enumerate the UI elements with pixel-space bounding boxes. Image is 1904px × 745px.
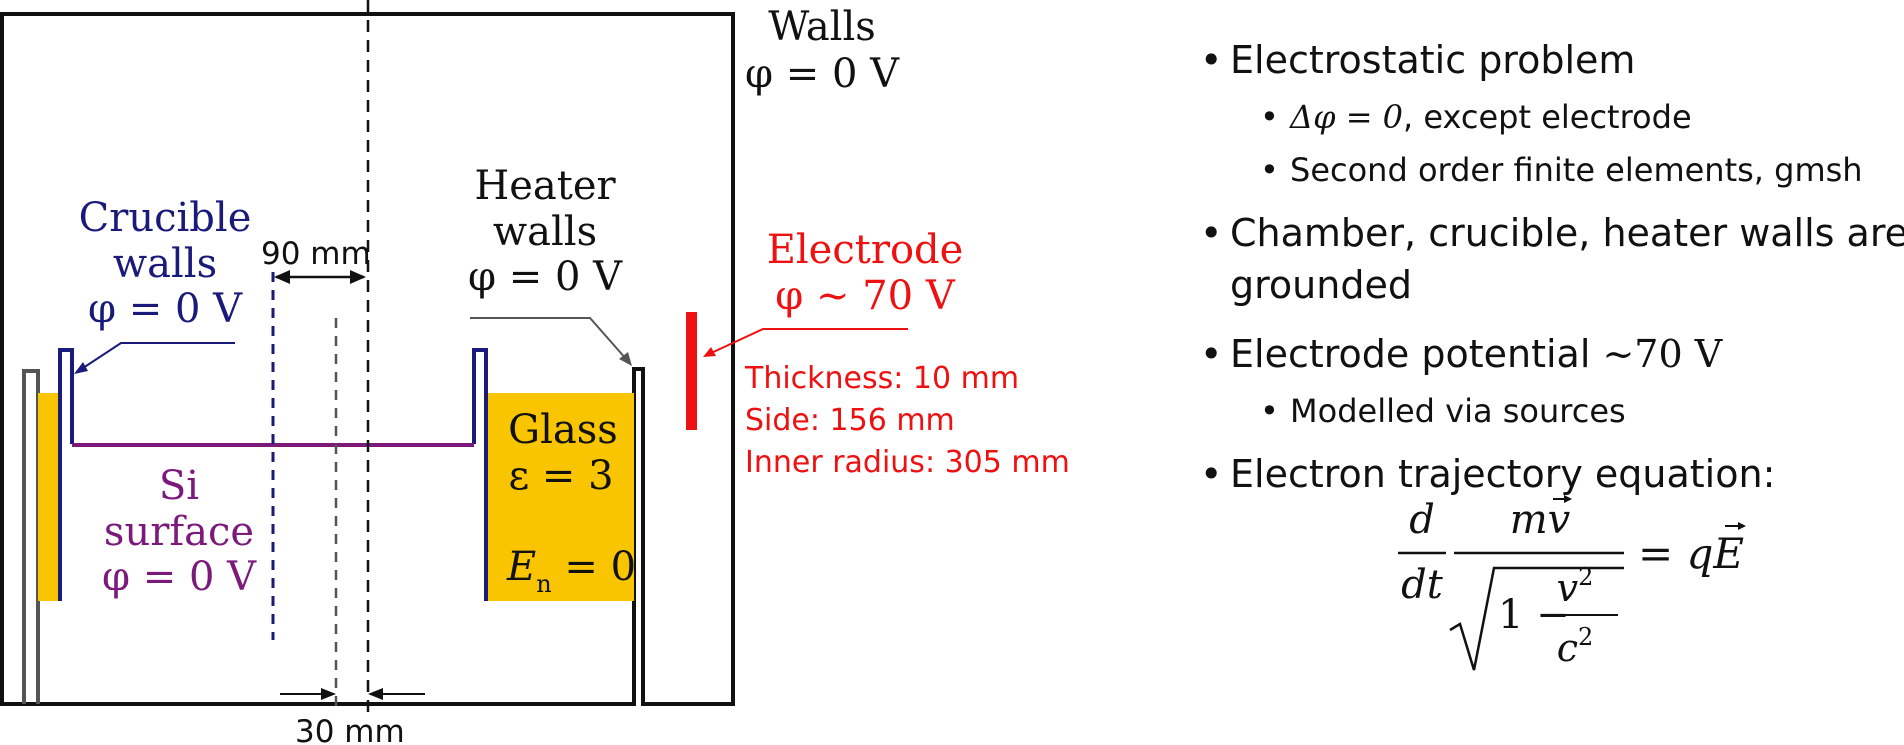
walls-label: Walls φ = 0 V	[745, 4, 900, 97]
bullet-2-text-line2: grounded	[1230, 263, 1412, 307]
eq-v-squared: v2	[1557, 563, 1594, 610]
crucible-potential: φ = 0 V	[88, 286, 243, 332]
heater-title-line2: walls	[493, 209, 597, 255]
crucible-label: Crucible walls φ = 0 V	[79, 195, 252, 332]
bullet-2-text-line1: Chamber, crucible, heater walls are	[1230, 211, 1904, 255]
electrode-bar	[686, 312, 697, 430]
dimension-30mm: 30 mm	[280, 688, 425, 745]
electrode-title: Electrode	[767, 227, 964, 273]
electrode-potential: φ ~ 70 V	[775, 273, 956, 319]
arrow-head-icon	[74, 362, 88, 374]
bullet-1-text: Electrostatic problem	[1230, 38, 1635, 82]
eq-d-numerator: d	[1409, 497, 1435, 543]
glass-en-condition: En = 0	[506, 544, 636, 598]
vector-arrow-icon	[1738, 522, 1746, 530]
bullet-1a-icon: •	[1260, 98, 1279, 136]
eq-c-squared: c2	[1557, 623, 1594, 670]
reference-lines	[271, 0, 370, 714]
bullet-1b-icon: •	[1260, 151, 1279, 189]
chamber-walls	[0, 12, 735, 706]
glass-permittivity: ε = 3	[508, 453, 613, 499]
bullet-4-text: Electron trajectory equation:	[1230, 452, 1775, 496]
walls-title: Walls	[768, 4, 876, 50]
bullet-1b-text: Second order finite elements, gmsh	[1290, 151, 1863, 189]
arrow-left-icon	[274, 270, 290, 284]
dimension-90mm-label: 90 mm	[261, 236, 371, 272]
glass-region-left	[38, 393, 60, 601]
glass-label: Glass ε = 3 En = 0	[506, 407, 636, 598]
si-title-line1: Si	[159, 463, 199, 509]
crucible-title-line2: walls	[113, 241, 217, 287]
arrow-head-icon	[703, 347, 716, 357]
crucible-leader	[79, 342, 235, 371]
crucible-wall-left	[58, 348, 74, 601]
sqrt-sign	[1449, 566, 1624, 671]
heater-title-line1: Heater	[474, 163, 616, 209]
heater-wall-left	[22, 369, 40, 704]
crucible-title-line1: Crucible	[79, 195, 252, 241]
glass-title: Glass	[508, 407, 618, 453]
bullet-3-icon: •	[1200, 332, 1222, 376]
dimension-90mm: 90 mm	[261, 236, 371, 284]
arrow-right-icon	[350, 270, 366, 284]
arrow-left-icon	[368, 688, 383, 700]
si-title-line2: surface	[104, 509, 254, 555]
eq-equals-qE: = qE	[1638, 529, 1744, 578]
heater-leader	[470, 317, 628, 361]
electrode-side: Side: 156 mm	[745, 403, 955, 438]
walls-potential: φ = 0 V	[745, 51, 900, 97]
dimension-30mm-label: 30 mm	[295, 714, 405, 745]
heater-potential: φ = 0 V	[468, 254, 623, 300]
bullet-1a-text: Δφ = 0, except electrode	[1288, 98, 1692, 136]
heater-label: Heater walls φ = 0 V	[468, 163, 623, 300]
bullet-2-icon: •	[1200, 211, 1222, 255]
arrow-right-icon	[321, 688, 336, 700]
electrode-info: Thickness: 10 mm Side: 156 mm Inner radi…	[744, 361, 1070, 480]
arrow-head-icon	[619, 352, 632, 366]
bullet-4-icon: •	[1200, 452, 1222, 496]
trajectory-equation: d dt mv 1 − v2 c2 = qE	[1398, 495, 1746, 671]
bullet-1-icon: •	[1200, 38, 1222, 82]
eq-dt-denominator: dt	[1401, 562, 1444, 608]
si-potential: φ = 0 V	[102, 554, 257, 600]
glass-region-right	[488, 393, 634, 601]
chamber-geometry	[0, 12, 735, 706]
electrode-leader	[708, 328, 908, 355]
vector-arrow-icon	[1564, 495, 1572, 503]
electrode-inner-radius: Inner radius: 305 mm	[745, 445, 1070, 480]
electrode-thickness: Thickness: 10 mm	[744, 361, 1019, 396]
electrode-label: Electrode φ ~ 70 V	[767, 227, 964, 319]
si-label: Si surface φ = 0 V	[102, 463, 257, 600]
bullet-3-text: Electrode potential ∼70 V	[1230, 332, 1723, 376]
bullet-list: • Electrostatic problem • Δφ = 0, except…	[1200, 38, 1904, 496]
eq-mv: mv	[1510, 497, 1571, 543]
leader-lines	[74, 317, 908, 374]
bullet-3a-text: Modelled via sources	[1290, 392, 1626, 430]
bullet-3a-icon: •	[1260, 392, 1279, 430]
crucible-wall-right	[472, 348, 488, 601]
